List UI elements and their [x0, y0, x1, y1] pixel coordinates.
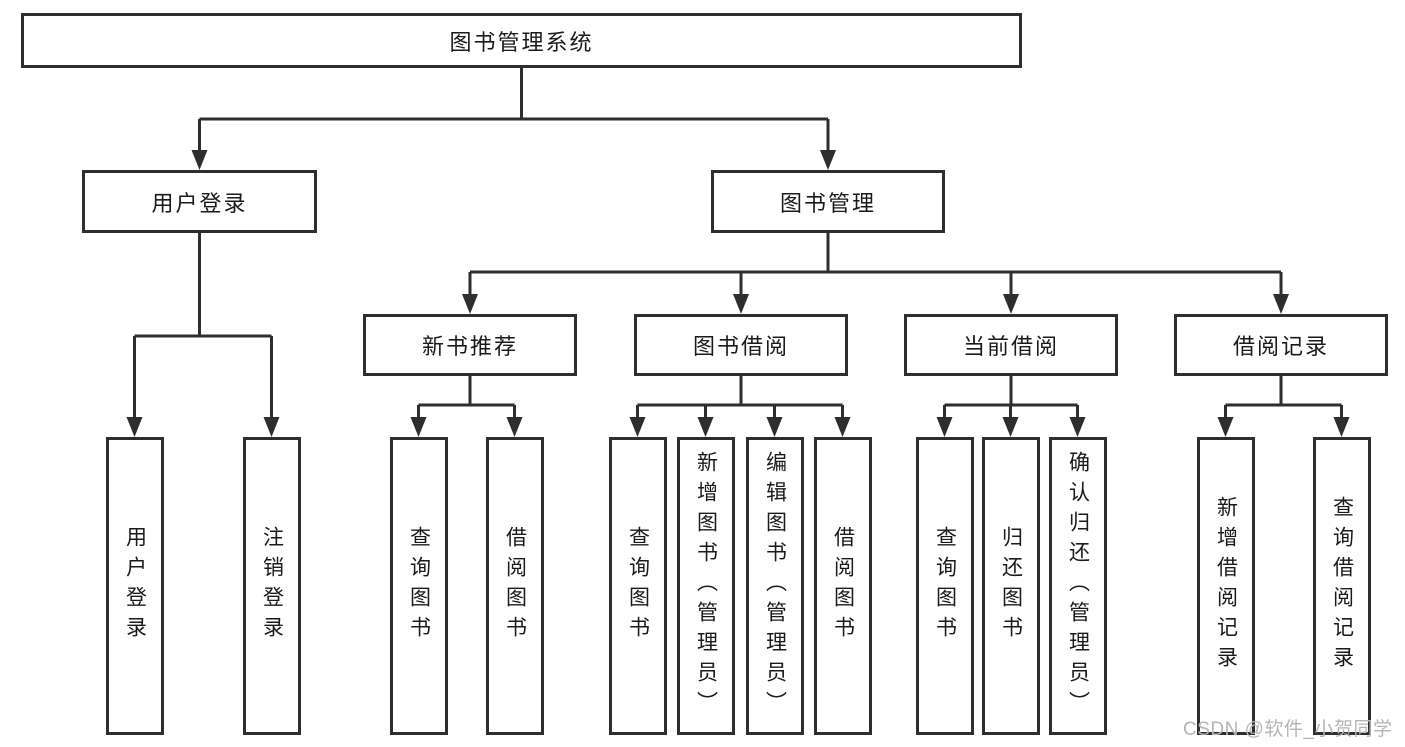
- node-user-login: 用户登录: [82, 170, 317, 233]
- leaf-add-books-admin-label: 新增图书（管理员）: [694, 451, 718, 721]
- leaf-query-books-current-label: 查询图书: [933, 526, 957, 646]
- leaf-edit-books-admin-label: 编辑图书（管理员）: [763, 451, 787, 721]
- node-current-borrowing: 当前借阅: [904, 314, 1118, 376]
- leaf-logout: 注销登录: [243, 437, 301, 735]
- node-book-management-label: 图书管理: [779, 190, 876, 216]
- leaf-query-books-borrow-label: 查询图书: [626, 526, 650, 646]
- node-book-management: 图书管理: [711, 170, 945, 233]
- leaf-borrow-books-recommend: 借阅图书: [486, 437, 544, 735]
- leaf-user-login-label: 用户登录: [123, 526, 147, 646]
- leaf-confirm-return-admin-label: 确认归还（管理员）: [1066, 451, 1090, 721]
- leaf-logout-label: 注销登录: [260, 526, 284, 646]
- node-user-login-label: 用户登录: [151, 190, 248, 216]
- node-new-book-recommend: 新书推荐: [363, 314, 577, 376]
- leaf-confirm-return-admin: 确认归还（管理员）: [1049, 437, 1107, 735]
- node-borrow-records-label: 借阅记录: [1232, 334, 1329, 359]
- leaf-query-books-recommend-label: 查询图书: [407, 526, 431, 646]
- leaf-user-login: 用户登录: [106, 437, 164, 735]
- leaf-query-books-borrow: 查询图书: [609, 437, 667, 735]
- leaf-query-borrow-record: 查询借阅记录: [1313, 437, 1371, 735]
- node-book-borrowing-label: 图书借阅: [692, 334, 789, 359]
- node-new-book-recommend-label: 新书推荐: [421, 334, 518, 359]
- leaf-add-borrow-record-label: 新增借阅记录: [1214, 496, 1238, 676]
- leaf-edit-books-admin: 编辑图书（管理员）: [746, 437, 804, 735]
- node-borrow-records: 借阅记录: [1174, 314, 1388, 376]
- node-root-label: 图书管理系统: [449, 29, 594, 55]
- leaf-borrow-books-recommend-label: 借阅图书: [503, 526, 527, 646]
- leaf-query-books-current: 查询图书: [916, 437, 974, 735]
- leaf-borrow-books: 借阅图书: [814, 437, 872, 735]
- leaf-return-books-label: 归还图书: [999, 526, 1023, 646]
- leaf-add-books-admin: 新增图书（管理员）: [677, 437, 735, 735]
- node-book-borrowing: 图书借阅: [634, 314, 848, 376]
- leaf-query-books-recommend: 查询图书: [390, 437, 448, 735]
- leaf-borrow-books-label: 借阅图书: [831, 526, 855, 646]
- leaf-add-borrow-record: 新增借阅记录: [1197, 437, 1255, 735]
- leaf-query-borrow-record-label: 查询借阅记录: [1330, 496, 1354, 676]
- watermark: CSDN @软件_小贺同学: [1183, 719, 1393, 740]
- leaf-return-books: 归还图书: [982, 437, 1040, 735]
- node-current-borrowing-label: 当前借阅: [962, 334, 1059, 359]
- node-root: 图书管理系统: [21, 13, 1022, 68]
